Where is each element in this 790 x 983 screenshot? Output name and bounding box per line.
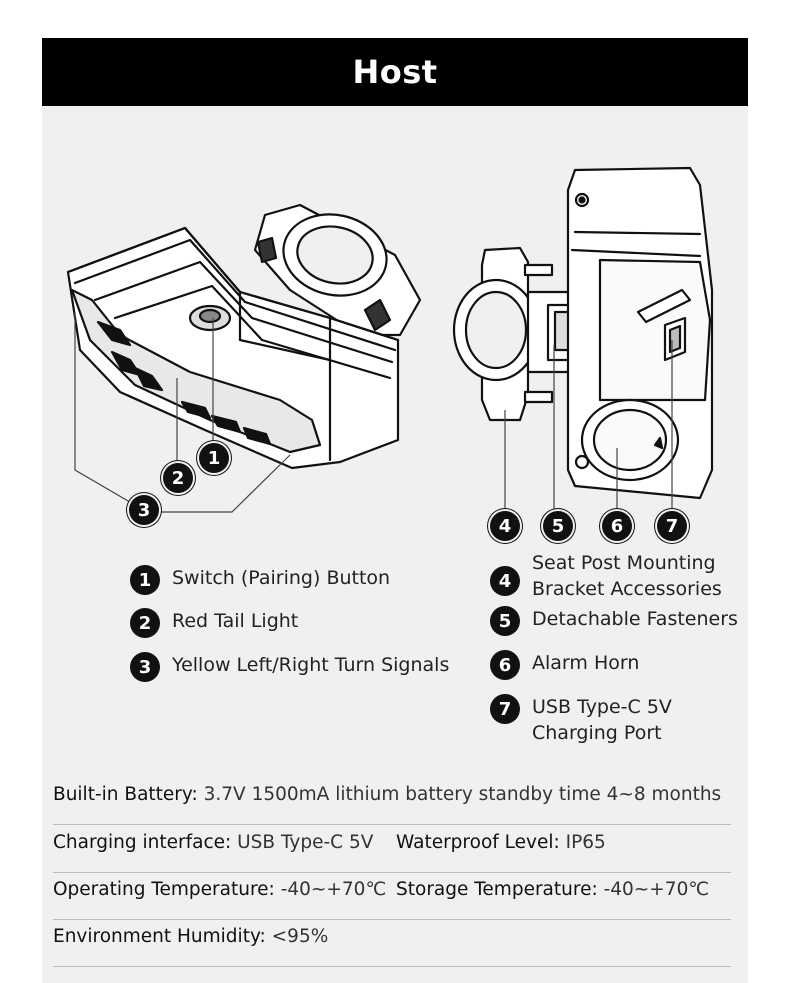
legend-item-7: 7 USB Type-C 5V Charging Port [490, 694, 672, 746]
spec-battery: Built-in Battery: 3.7V 1500mA lithium ba… [53, 784, 721, 805]
legend-badge: 1 [130, 565, 160, 595]
callout-1: 1 [199, 443, 229, 473]
legend-label: Detachable Fasteners [532, 608, 738, 630]
legend-badge: 7 [490, 694, 520, 724]
spec-value: USB Type-C 5V [237, 832, 374, 853]
legend-badge: 6 [490, 650, 520, 680]
spec-key: Built-in Battery: [53, 784, 198, 805]
legend-label: Seat Post Mounting Bracket Accessories [532, 550, 722, 602]
legend-item-2: 2 Red Tail Light [130, 608, 298, 638]
spec-row-humidity: Environment Humidity: <95% [53, 926, 731, 967]
spec-charging: Charging interface: USB Type-C 5V [53, 832, 373, 853]
legend-badge: 3 [130, 652, 160, 682]
spec-value: -40~+70℃ [280, 879, 387, 900]
legend-label-line-1: USB Type-C 5V [532, 696, 672, 718]
legend-badge: 4 [490, 566, 520, 596]
legend-item-5: 5 Detachable Fasteners [490, 606, 738, 636]
header-bar: Host [42, 38, 748, 106]
spec-key: Storage Temperature: [396, 879, 598, 900]
callout-7: 7 [657, 511, 687, 541]
alarm-unit-drawing [566, 166, 714, 500]
legend-badge: 5 [490, 606, 520, 636]
spec-key: Operating Temperature: [53, 879, 275, 900]
legend-label-line-2: Charging Port [532, 722, 662, 744]
spec-value: <95% [271, 926, 329, 947]
spec-row-charging: Charging interface: USB Type-C 5V Waterp… [53, 832, 731, 873]
spec-row-temperature: Operating Temperature: -40~+70℃ Storage … [53, 879, 731, 920]
spec-key: Environment Humidity: [53, 926, 266, 947]
spec-value: 3.7V 1500mA lithium battery standby time… [203, 784, 722, 805]
spec-value: IP65 [565, 832, 606, 853]
spec-waterproof: Waterproof Level: IP65 [396, 832, 606, 853]
callout-3: 3 [129, 495, 159, 525]
legend-label: Yellow Left/Right Turn Signals [172, 654, 450, 676]
tail-light-body-drawing [66, 226, 400, 470]
legend-label-line-2: Bracket Accessories [532, 578, 722, 600]
legend-item-3: 3 Yellow Left/Right Turn Signals [130, 652, 449, 682]
legend-item-4: 4 Seat Post Mounting Bracket Accessories [490, 550, 722, 602]
spec-key: Charging interface: [53, 832, 232, 853]
legend-item-6: 6 Alarm Horn [490, 650, 639, 680]
page-title: Host [352, 53, 438, 91]
seat-post-bracket-drawing [452, 246, 592, 422]
spec-value: -40~+70℃ [603, 879, 710, 900]
callout-5: 5 [543, 511, 573, 541]
callout-6: 6 [602, 511, 632, 541]
spec-humidity: Environment Humidity: <95% [53, 926, 328, 947]
legend-item-1: 1 Switch (Pairing) Button [130, 565, 390, 595]
handlebar-clamp-drawing [253, 203, 422, 337]
legend-label: Alarm Horn [532, 652, 640, 674]
leader-lines [74, 312, 673, 513]
legend-label: USB Type-C 5V Charging Port [532, 694, 672, 746]
legend-label-line-1: Seat Post Mounting [532, 552, 716, 574]
legend-badge: 2 [130, 608, 160, 638]
spec-operating-temperature: Operating Temperature: -40~+70℃ [53, 879, 386, 900]
spec-key: Waterproof Level: [396, 832, 560, 853]
callout-2: 2 [163, 463, 193, 493]
callout-4: 4 [490, 511, 520, 541]
spec-storage-temperature: Storage Temperature: -40~+70℃ [396, 879, 709, 900]
legend-label: Red Tail Light [172, 610, 299, 632]
spec-row-battery: Built-in Battery: 3.7V 1500mA lithium ba… [53, 784, 731, 825]
legend-label: Switch (Pairing) Button [172, 567, 391, 589]
